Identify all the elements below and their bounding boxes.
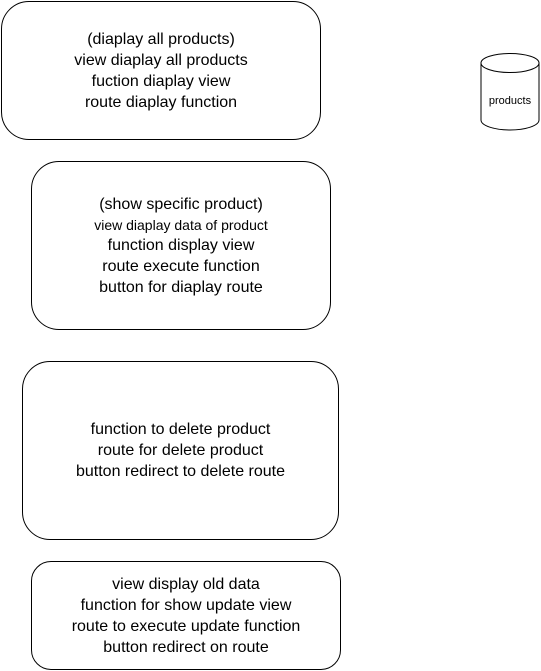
box-text-line: function for show update view xyxy=(80,596,292,614)
show-specific-product-box[interactable]: (show specific product) view diaplay dat… xyxy=(31,161,331,330)
products-database[interactable]: products xyxy=(480,53,540,133)
box-text-line: button for diaplay route xyxy=(99,278,263,296)
box-text-line: view diaplay all products xyxy=(74,51,248,69)
box-text-line: (diaplay all products) xyxy=(87,30,235,48)
box-text-line: button redirect to delete route xyxy=(75,463,286,480)
box-text-line: fuction diaplay view xyxy=(91,72,231,90)
box-text-line: route diaplay function xyxy=(84,93,238,111)
box-text-line: function to delete product xyxy=(90,421,271,438)
display-all-products-box[interactable]: (diaplay all products) view diaplay all … xyxy=(1,1,321,140)
box-text-line: view diaplay data of product xyxy=(94,216,268,233)
database-cylinder-icon xyxy=(480,53,540,131)
box-text-line: view display old data xyxy=(112,575,260,593)
delete-product-box[interactable]: function to delete product route for del… xyxy=(22,361,339,540)
box-text-line: button redirect on route xyxy=(103,638,269,656)
database-label: products xyxy=(488,95,532,107)
box-text-line: route execute function xyxy=(102,257,260,275)
box-text-line: function display view xyxy=(107,236,255,254)
box-text-line: route to execute update function xyxy=(71,617,301,635)
box-text-line: (show specific product) xyxy=(99,195,263,213)
update-product-box[interactable]: view display old data function for show … xyxy=(31,561,341,670)
box-text-line: route for delete product xyxy=(97,442,264,459)
